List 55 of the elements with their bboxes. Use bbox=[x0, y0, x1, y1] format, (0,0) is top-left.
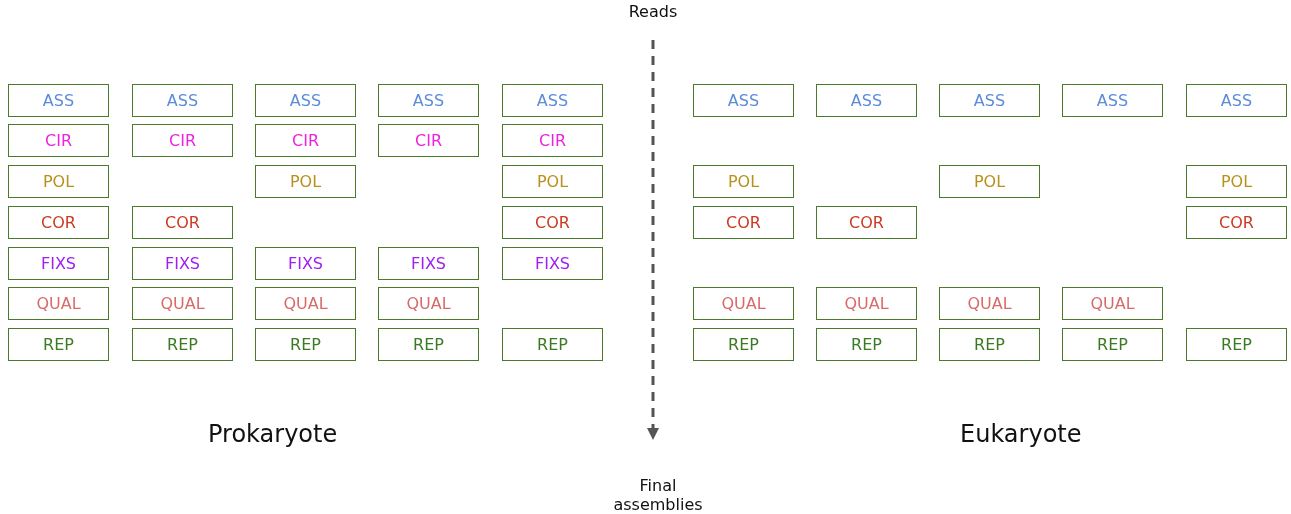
step-box: CIR bbox=[132, 124, 233, 157]
step-box: QUAL bbox=[1062, 287, 1163, 320]
step-box: ASS bbox=[378, 84, 479, 117]
step-box: ASS bbox=[132, 84, 233, 117]
group-label: Eukaryote bbox=[960, 420, 1082, 448]
step-box: FIXS bbox=[378, 247, 479, 280]
step-box: REP bbox=[1186, 328, 1287, 361]
step-box: COR bbox=[693, 206, 794, 239]
step-box: POL bbox=[939, 165, 1040, 198]
step-box: COR bbox=[1186, 206, 1287, 239]
step-box: COR bbox=[816, 206, 917, 239]
step-box: ASS bbox=[693, 84, 794, 117]
step-box: FIXS bbox=[132, 247, 233, 280]
step-box: COR bbox=[132, 206, 233, 239]
step-box: COR bbox=[8, 206, 109, 239]
step-box: ASS bbox=[502, 84, 603, 117]
step-box: REP bbox=[255, 328, 356, 361]
step-box: ASS bbox=[8, 84, 109, 117]
step-box: COR bbox=[502, 206, 603, 239]
step-box: QUAL bbox=[693, 287, 794, 320]
stage-label: Reads bbox=[628, 2, 678, 21]
dashed-arrow bbox=[647, 40, 659, 440]
step-box: ASS bbox=[939, 84, 1040, 117]
step-box: QUAL bbox=[255, 287, 356, 320]
step-box: QUAL bbox=[816, 287, 917, 320]
step-box: REP bbox=[939, 328, 1040, 361]
step-box: FIXS bbox=[502, 247, 603, 280]
group-label: Prokaryote bbox=[208, 420, 338, 448]
step-box: CIR bbox=[378, 124, 479, 157]
step-box: FIXS bbox=[255, 247, 356, 280]
step-box: POL bbox=[693, 165, 794, 198]
step-box: REP bbox=[8, 328, 109, 361]
step-box: ASS bbox=[816, 84, 917, 117]
step-box: QUAL bbox=[132, 287, 233, 320]
step-box: ASS bbox=[1186, 84, 1287, 117]
step-box: REP bbox=[693, 328, 794, 361]
stage-label: Final assemblies bbox=[612, 476, 704, 514]
step-box: POL bbox=[502, 165, 603, 198]
step-box: CIR bbox=[8, 124, 109, 157]
step-box: REP bbox=[502, 328, 603, 361]
step-box: CIR bbox=[255, 124, 356, 157]
step-box: CIR bbox=[502, 124, 603, 157]
step-box: REP bbox=[132, 328, 233, 361]
step-box: REP bbox=[1062, 328, 1163, 361]
step-box: ASS bbox=[1062, 84, 1163, 117]
step-box: QUAL bbox=[8, 287, 109, 320]
step-box: POL bbox=[8, 165, 109, 198]
step-box: QUAL bbox=[939, 287, 1040, 320]
step-box: POL bbox=[255, 165, 356, 198]
step-box: REP bbox=[378, 328, 479, 361]
step-box: POL bbox=[1186, 165, 1287, 198]
step-box: QUAL bbox=[378, 287, 479, 320]
step-box: FIXS bbox=[8, 247, 109, 280]
step-box: REP bbox=[816, 328, 917, 361]
step-box: ASS bbox=[255, 84, 356, 117]
